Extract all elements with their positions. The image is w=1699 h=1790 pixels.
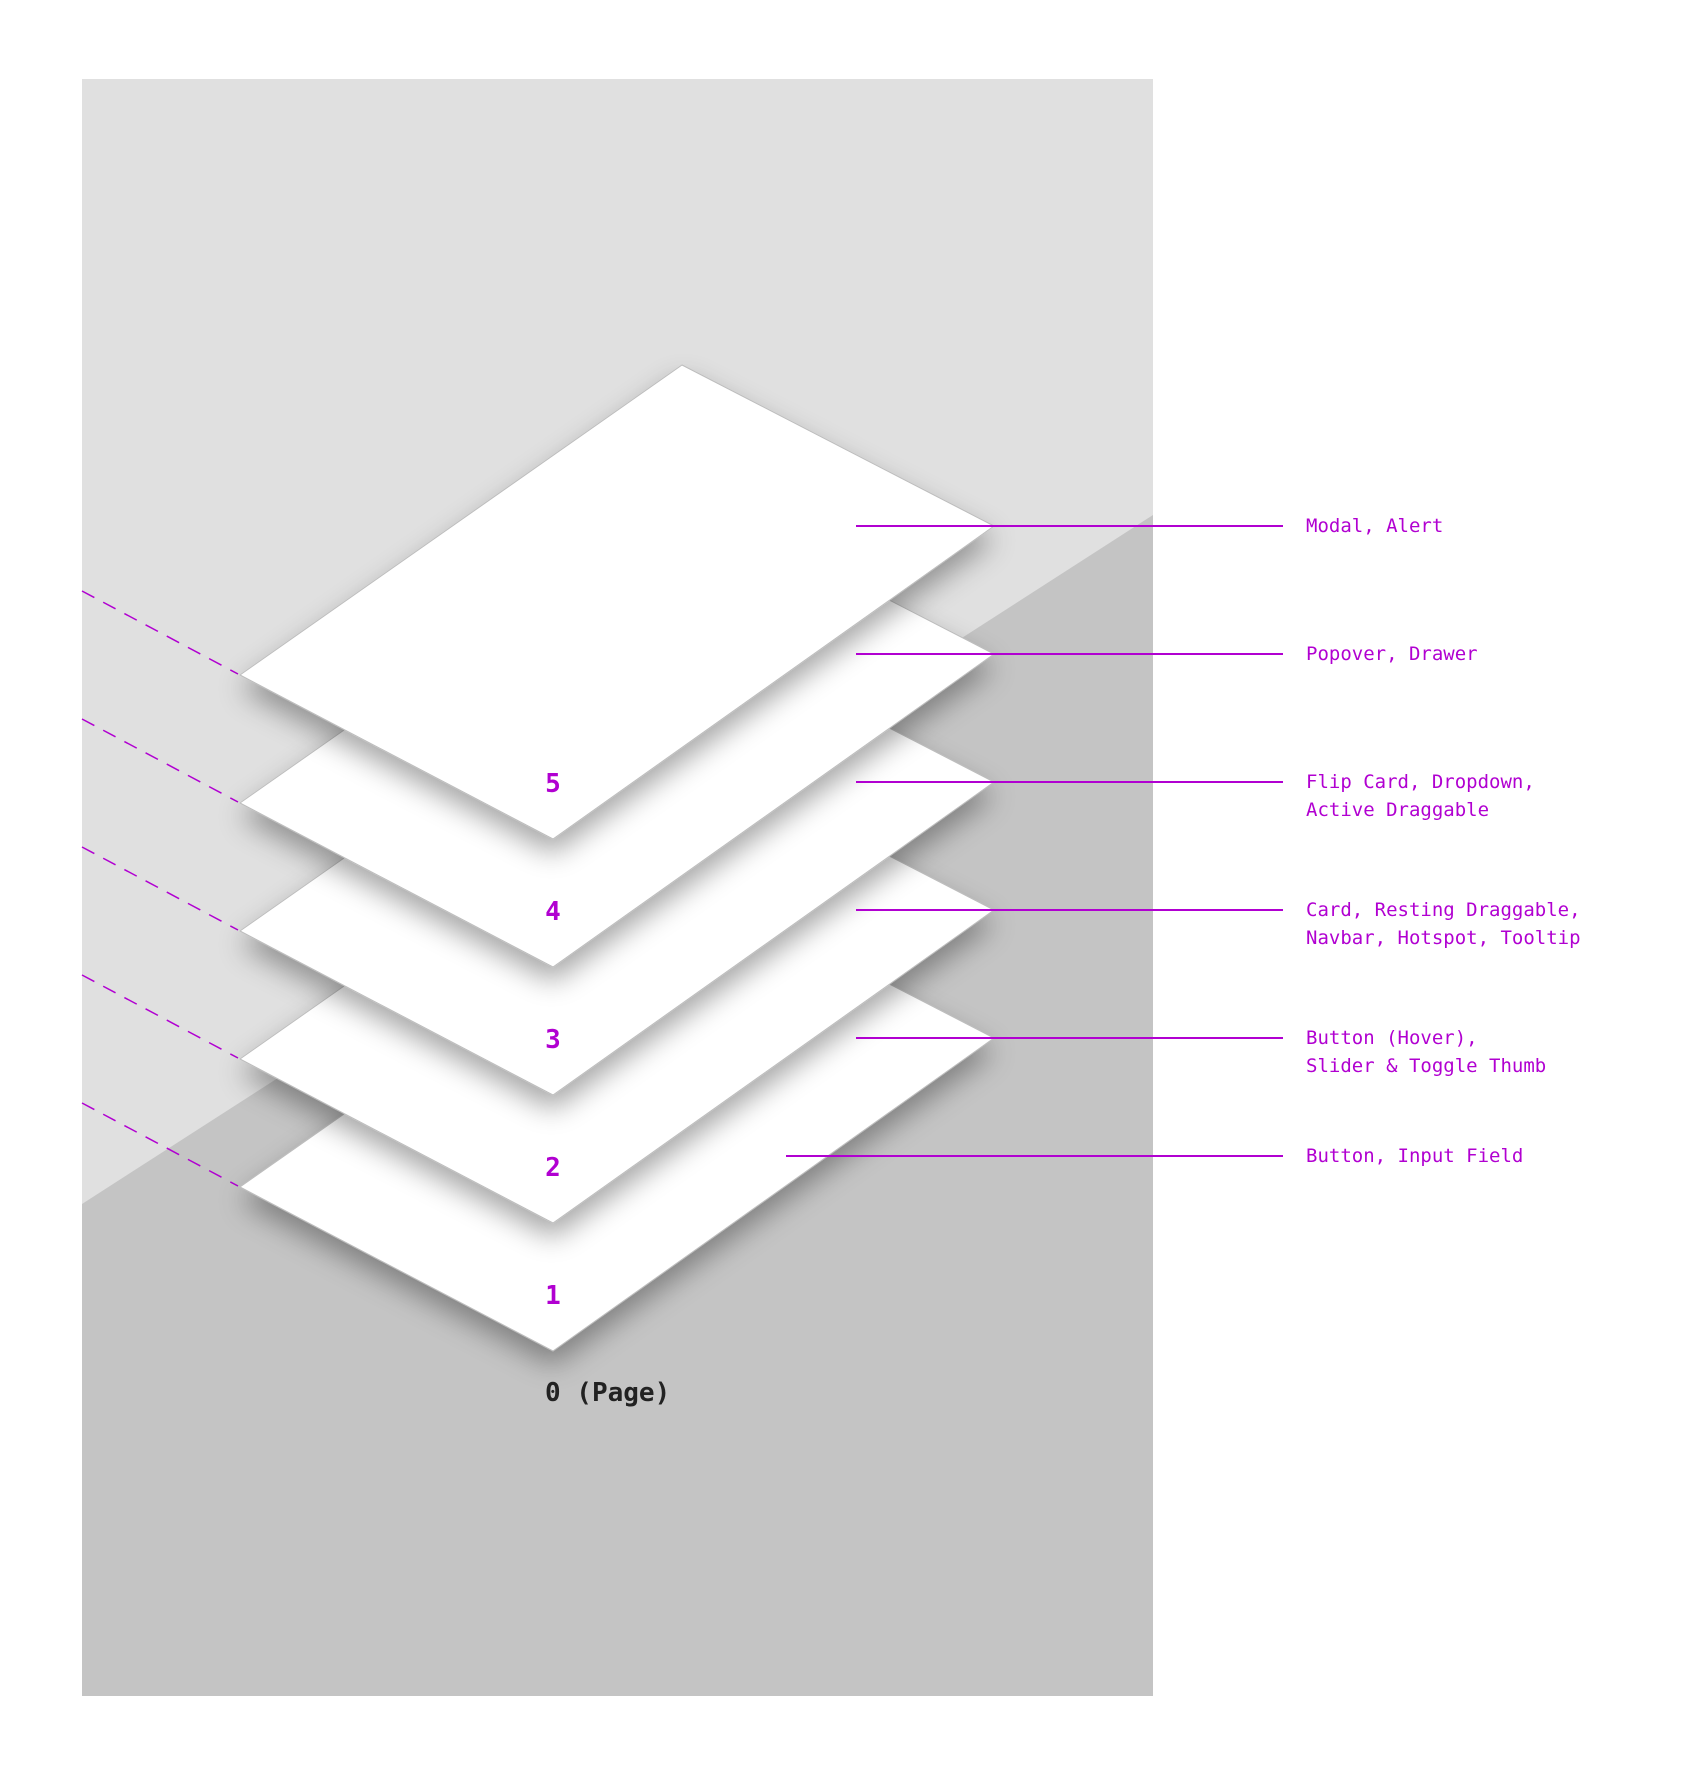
- layer-usage-label: Modal, Alert: [1306, 515, 1444, 537]
- layer-guide-dashed-line: [81, 974, 239, 1059]
- base-page-label: 0 (Page): [545, 1378, 671, 1408]
- layer-usage-label: Flip Card, Dropdown, Active Draggable: [1306, 771, 1535, 821]
- layer-number: 1: [545, 1281, 561, 1311]
- layer-usage-label: Button, Input Field: [1306, 1145, 1524, 1167]
- layer-guide-dashed-line: [81, 846, 239, 931]
- layer-guide-dashed-line: [81, 1102, 239, 1187]
- layer-usage-label: Popover, Drawer: [1306, 643, 1478, 665]
- layer-number: 4: [545, 897, 561, 927]
- layer-usage-label: Button (Hover), Slider & Toggle Thumb: [1306, 1027, 1547, 1077]
- layer-card-5: [239, 364, 995, 840]
- layer-number: 2: [545, 1153, 561, 1183]
- layer-usage-label: Card, Resting Draggable, Navbar, Hotspot…: [1306, 899, 1581, 949]
- layer-number: 3: [545, 1025, 561, 1055]
- layer-number: 5: [545, 769, 561, 799]
- layer-guide-dashed-line: [81, 718, 239, 803]
- layer-guide-dashed-line: [81, 590, 239, 675]
